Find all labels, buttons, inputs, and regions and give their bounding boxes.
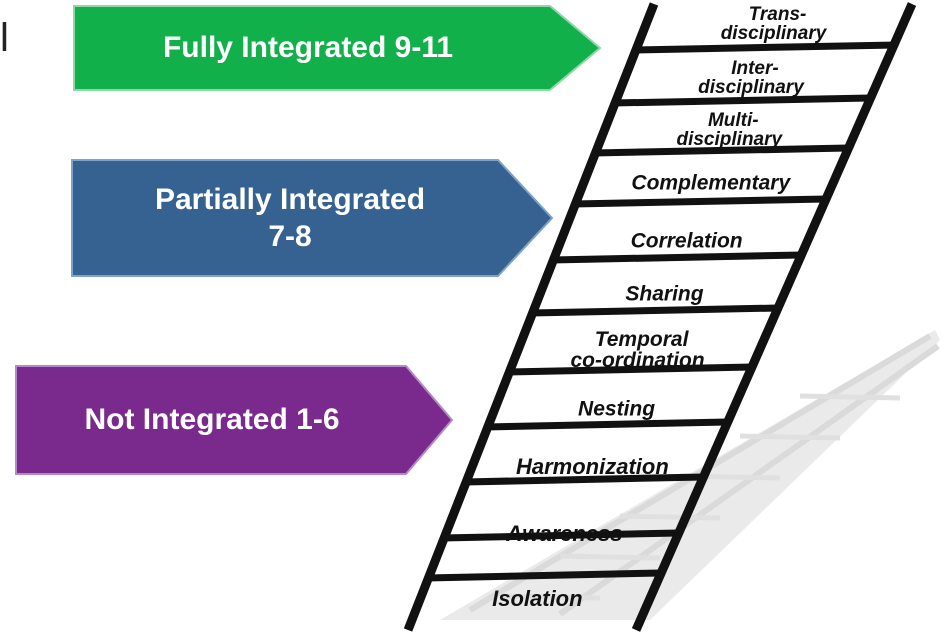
arrow-shape [15,365,454,475]
ladder-rung [593,144,849,157]
ladder-level: Isolation [492,586,582,611]
ladder-level-label: Isolation [492,586,582,611]
ladder-level-label: Complementary [631,172,791,195]
ladder-rung [485,418,728,431]
ladder-right-rail [631,2,917,632]
arrow-label-line1: Partially Integrated [154,182,426,216]
ladder-level-label-line2: disciplinary [698,77,805,98]
ladder-level: Inter-disciplinary [698,58,805,98]
ladder-level-label: Harmonization [516,454,669,479]
ladder-rung [507,363,752,376]
ladder-level: Complementary [631,172,791,195]
ladder-level: Correlation [631,230,743,253]
arrow-body [71,159,554,277]
not-integrated-arrow: Not Integrated 1-6 [14,364,454,476]
ladder-rung [573,195,826,208]
ladder-level-label: Sharing [625,283,703,306]
arrow-label-line2: 7-8 [268,220,312,253]
partially-integrated-arrow: Partially Integrated 7-8 [70,158,554,278]
ladder-rung [613,94,871,107]
arrow-label-line1: Not Integrated 1-6 [84,403,340,437]
ladder-level-label-line2: disciplinary [676,129,783,150]
ladder-left-rail [403,2,659,632]
ladder-level-label: Awareness [505,521,622,546]
ladder-level-label: Nesting [578,398,655,421]
arrow-body [73,5,602,91]
arrow-label: Partially Integrated 7-8 [70,158,510,278]
arrow-label: Not Integrated 1-6 [14,364,410,476]
arrow-label: Fully Integrated 9-11 [72,4,544,92]
arrow-shape [71,159,554,277]
ladder-level-label: Temporal [595,328,690,351]
ladder-level: Nesting [578,398,655,421]
ladder-rung [530,304,778,317]
ladder-level-label: Multi- [708,110,759,131]
ladder-rung [551,251,802,264]
ladder-level: Multi-disciplinary [676,110,783,150]
fully-integrated-arrow: Fully Integrated 9-11 [72,4,602,92]
ladder-level-label-line2: disciplinary [721,23,828,44]
arrow-label-line1: Fully Integrated 9-11 [162,31,454,65]
ladder-level: Trans-disciplinary [721,4,828,44]
arrow-shape [73,5,602,91]
ladder-labels: Trans-disciplinaryInter-disciplinaryMult… [492,4,828,611]
ladder-level: Sharing [625,283,703,306]
ladder-level: Harmonization [516,454,669,479]
ladder-rung [464,473,704,486]
ladder-level-label: Trans- [749,4,807,25]
ladder-level-label: Correlation [631,230,743,253]
ladder-rung [426,569,662,582]
ladder-level: Awareness [505,521,622,546]
ladder-rung [633,41,894,54]
clipped-title-fragment: l [0,16,9,60]
ladder-level-label-line2: co-ordination [570,349,704,372]
ladder-rungs [426,41,894,582]
ladder-level-label: Inter- [731,58,779,79]
ladder-rung [442,529,679,542]
arrow-body [15,365,454,475]
